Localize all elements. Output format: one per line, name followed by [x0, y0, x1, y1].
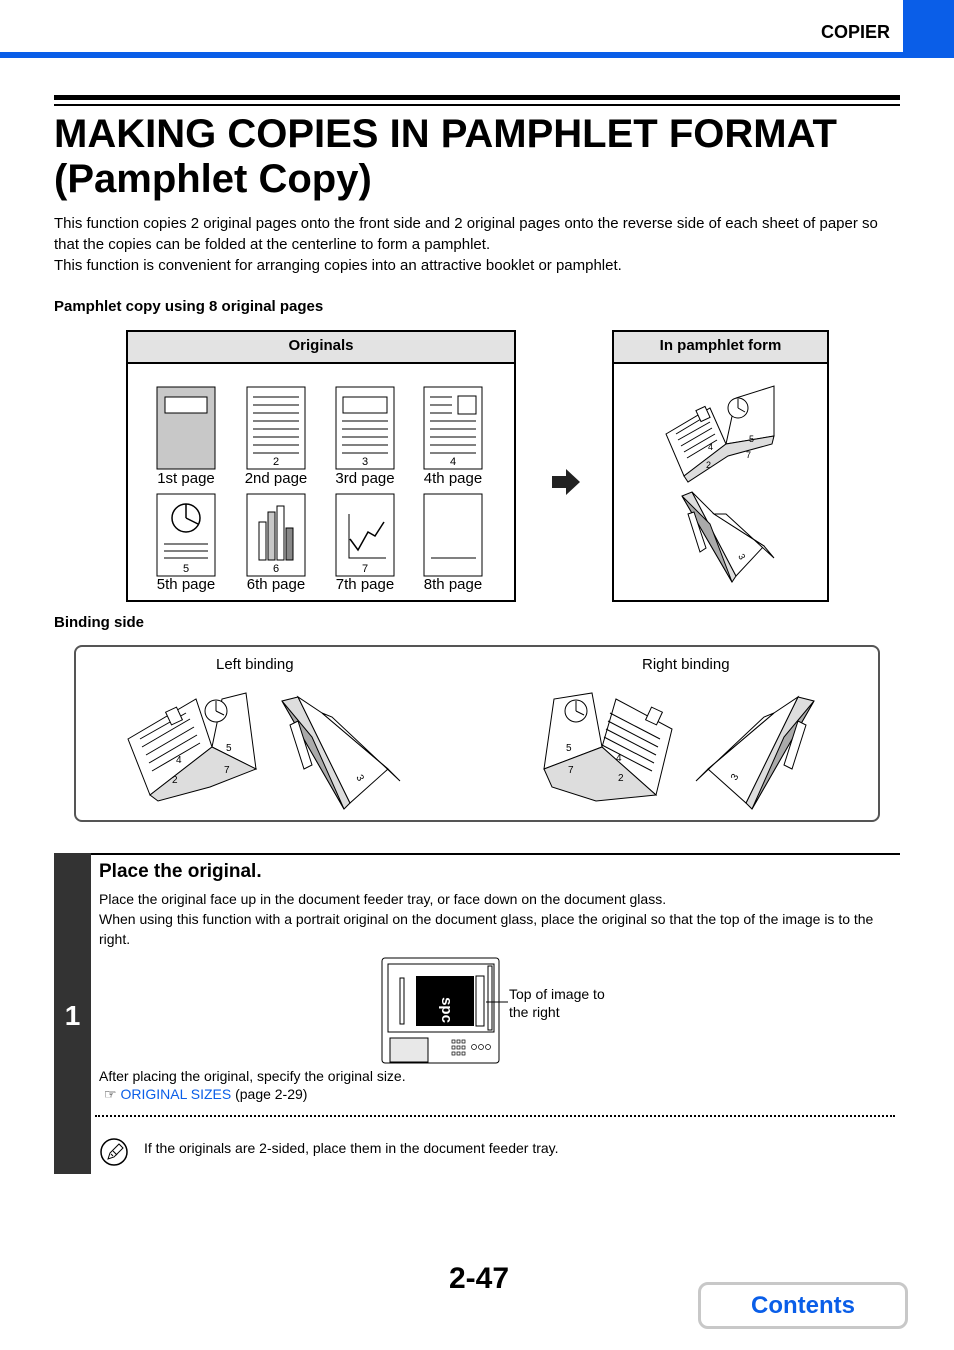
pamphlet-illustration: 4 5 2 7 3: [665, 385, 775, 583]
originals-header: Originals: [128, 332, 514, 364]
intro-paragraph-1: This function copies 2 original pages on…: [54, 215, 878, 253]
page-3-number: 3: [362, 456, 368, 468]
book-num-2: 2: [706, 460, 711, 470]
reference-icon: ☞: [104, 1086, 117, 1102]
right-binding-label: Right binding: [642, 656, 730, 673]
intro-text: This function copies 2 original pages on…: [54, 213, 904, 276]
page-8-thumb: [423, 493, 483, 577]
page-1-thumb: [156, 386, 216, 470]
left-binding-book-icon: 4 5 2 7: [127, 692, 258, 802]
step-text-1: Place the original face up in the docume…: [99, 891, 667, 907]
page-7-number: 7: [362, 563, 368, 575]
note-divider: [95, 1115, 895, 1117]
glass-text: spc: [438, 997, 455, 1023]
left-num-2: 2: [172, 775, 178, 786]
contents-button[interactable]: Contents: [698, 1282, 908, 1329]
page-7-thumb: 7: [335, 493, 395, 577]
step-number: 1: [64, 1000, 81, 1031]
right-num-3: 3: [729, 772, 742, 783]
pamphlet-header: In pamphlet form: [614, 332, 827, 364]
reference-line: ☞ ORIGINAL SIZES (page 2-29): [104, 1084, 704, 1104]
open-book-icon: 4 5 2 7: [665, 385, 775, 483]
folded-pamphlet-icon: 3: [681, 491, 775, 583]
page-2-thumb: 2: [246, 386, 306, 470]
left-binding-folded-icon: 3: [281, 695, 401, 810]
page-1-label: 1st page: [157, 470, 215, 487]
page-5-number: 5: [183, 563, 189, 575]
left-num-4: 4: [176, 755, 182, 766]
left-binding-label: Left binding: [216, 656, 294, 673]
left-num-3: 3: [353, 773, 366, 784]
page-title-line1: MAKING COPIES IN PAMPHLET FORMAT: [54, 112, 837, 156]
top-of-image-callout: Top of image to the right: [509, 986, 605, 1020]
right-binding-folded-icon: 3: [695, 695, 815, 810]
book-num-5: 5: [749, 434, 754, 444]
page-2-number: 2: [273, 456, 279, 468]
page-4-label: 4th page: [423, 470, 483, 487]
step-sidebar: [54, 853, 91, 1174]
page-6-thumb: 6: [246, 493, 306, 577]
right-num-4: 4: [616, 753, 622, 764]
originals-panel: Originals 2 3: [126, 330, 516, 602]
original-sizes-link[interactable]: ORIGINAL SIZES: [120, 1086, 232, 1102]
pamphlet-example-heading: Pamphlet copy using 8 original pages: [54, 298, 324, 315]
header-bar: [0, 52, 954, 58]
page-7-label: 7th page: [335, 576, 395, 593]
step-title: Place the original.: [99, 861, 262, 882]
pamphlet-panel: In pamphlet form 4 5 2 7: [612, 330, 829, 602]
page-3-label: 3rd page: [335, 470, 395, 487]
page-number: 2-47: [449, 1262, 510, 1295]
note-text: If the originals are 2-sided, place them…: [144, 1140, 559, 1156]
title-rule-thin: [54, 104, 900, 106]
page-5-label: 5th page: [156, 576, 216, 593]
section-label: COPIER: [820, 22, 890, 42]
arrow-right-icon: [552, 469, 580, 495]
step-text-2: When using this function with a portrait…: [99, 911, 874, 947]
binding-heading: Binding side: [54, 614, 144, 631]
page-title: MAKING COPIES IN PAMPHLET FORMAT (Pamphl…: [54, 112, 914, 202]
page-title-line2: (Pamphlet Copy): [54, 157, 372, 201]
page-8-label: 8th page: [423, 576, 483, 593]
page-3-thumb: 3: [335, 386, 395, 470]
binding-illustration: 4 5 2 7 3 5 4: [127, 692, 815, 810]
left-num-5: 5: [226, 743, 232, 754]
right-num-7: 7: [568, 765, 574, 776]
right-binding-book-icon: 5 4 7 2: [543, 692, 673, 802]
step-text: Place the original face up in the docume…: [99, 889, 889, 949]
original-pages-illustration: 2 3 4 5: [156, 386, 483, 577]
page-2-label: 2nd page: [244, 470, 308, 487]
page-5-thumb: 5: [156, 493, 216, 577]
right-num-2: 2: [618, 773, 624, 784]
step-rule: [91, 853, 900, 855]
right-num-5: 5: [566, 743, 572, 754]
pencil-note-icon: [100, 1138, 128, 1166]
left-num-7: 7: [224, 765, 230, 776]
after-text: After placing the original, specify the …: [99, 1068, 406, 1084]
page-4-thumb: 4: [423, 386, 483, 470]
book-num-3: 3: [736, 552, 747, 561]
book-num-4: 4: [708, 442, 713, 452]
page-6-number: 6: [273, 563, 279, 575]
reference-page: (page 2-29): [235, 1086, 308, 1102]
page-4-number: 4: [450, 456, 456, 468]
binding-panel: Left binding Right binding 4 5 2 7: [74, 645, 880, 822]
header-tab: [903, 0, 954, 58]
page-6-label: 6th page: [246, 576, 306, 593]
document-glass-illustration: spc: [381, 957, 508, 1064]
title-rule: [54, 95, 900, 100]
book-num-7: 7: [746, 450, 751, 460]
intro-paragraph-2: This function is convenient for arrangin…: [54, 257, 622, 274]
